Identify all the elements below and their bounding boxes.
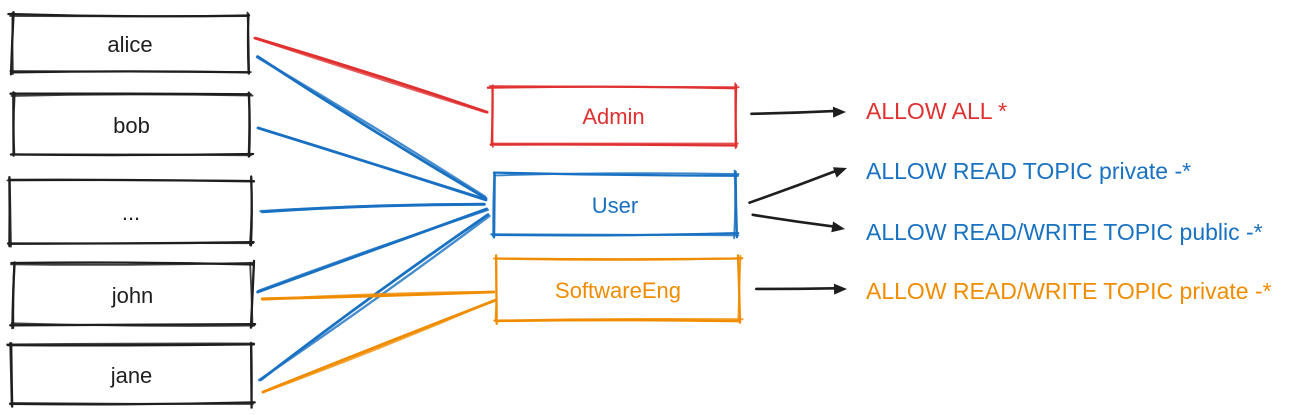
arrow-admin-to-p1-head [832, 106, 846, 118]
user-role-edges [253, 36, 498, 394]
role-box-stroke [491, 84, 494, 148]
user-box-stroke [10, 402, 254, 405]
edge-bob-to-user [257, 127, 487, 201]
role-box-stroke [733, 169, 737, 240]
user-box-label: alice [107, 32, 152, 57]
arrow-softwareeng-to-p4 [755, 287, 836, 291]
user-box-bob: bob [9, 91, 255, 158]
permission-label-p2: ALLOW READ TOPIC private -* [866, 158, 1191, 184]
user-box-stroke [9, 70, 252, 74]
user-box-stroke [12, 91, 16, 156]
arrow-user-to-p3 [751, 213, 834, 228]
role-box-label: SoftwareEng [555, 278, 681, 303]
user-box-stroke [6, 342, 256, 346]
user-box-stroke [6, 343, 256, 347]
edge-alice-to-user [255, 56, 487, 198]
user-box-stroke [11, 263, 16, 330]
edge-john-to-softwareeng [261, 290, 495, 301]
role-box-label: User [592, 193, 638, 218]
role-box-stroke [492, 171, 739, 177]
role-box-stroke [494, 254, 498, 322]
user-box-john: john [9, 259, 257, 330]
user-box-ellipsis: ... [6, 175, 256, 248]
user-box-stroke [249, 259, 256, 329]
role-box-stroke [488, 85, 740, 89]
user-box-label: bob [113, 113, 150, 138]
user-boxes: alice bob... john jane [6, 10, 257, 409]
user-box-stroke [8, 177, 12, 248]
arrow-user-to-p3-head [831, 221, 845, 233]
user-box-stroke [10, 93, 254, 97]
edge-john-to-user [257, 208, 489, 292]
role-box-admin: Admin [486, 82, 740, 150]
role-box-stroke [492, 317, 744, 322]
role-box-softwareeng: SoftwareEng [492, 254, 744, 325]
user-box-alice: alice [7, 10, 252, 76]
role-box-stroke [492, 171, 496, 238]
role-box-user: User [490, 169, 740, 240]
arrow-user-to-p2-head [832, 167, 847, 178]
role-box-stroke [493, 172, 740, 177]
permission-label-p1: ALLOW ALL * [866, 98, 1007, 124]
user-box-stroke [11, 11, 14, 75]
edge-ellipsis-to-user [259, 202, 485, 213]
user-box-stroke [10, 153, 252, 157]
role-box-stroke [490, 233, 740, 237]
role-box-stroke [489, 143, 738, 147]
permission-label-p4: ALLOW READ/WRITE TOPIC private -* [866, 278, 1272, 304]
user-box-label: jane [110, 363, 153, 388]
role-box-stroke [737, 254, 742, 323]
user-box-stroke [6, 179, 255, 182]
user-box-label: ... [122, 200, 140, 225]
user-box-stroke [246, 11, 251, 75]
user-box-stroke [9, 341, 13, 407]
arrow-admin-to-p1 [750, 109, 835, 116]
user-box-stroke [7, 242, 255, 246]
role-permission-edges [748, 106, 847, 295]
user-box-stroke [249, 261, 254, 328]
user-box-stroke [247, 93, 251, 158]
arrow-user-to-p2 [748, 169, 837, 204]
permission-label-p3: ALLOW READ/WRITE TOPIC public -* [866, 219, 1263, 245]
user-box-stroke [250, 343, 253, 406]
edge-jane-to-softwareeng [261, 299, 496, 394]
permission-labels: ALLOW ALL * ALLOW READ TOPIC private -* AL… [866, 98, 1272, 304]
user-box-label: john [111, 283, 154, 308]
user-box-stroke [10, 322, 256, 327]
role-box-stroke [492, 257, 744, 261]
arrow-softwareeng-to-p4-head [833, 283, 847, 295]
edge-jane-to-user [257, 214, 491, 382]
edge-alice-to-admin [253, 36, 487, 114]
role-box-label: Admin [582, 104, 644, 129]
user-box-jane: jane [6, 341, 256, 409]
user-box-stroke [248, 175, 253, 246]
user-box-stroke [9, 261, 255, 266]
